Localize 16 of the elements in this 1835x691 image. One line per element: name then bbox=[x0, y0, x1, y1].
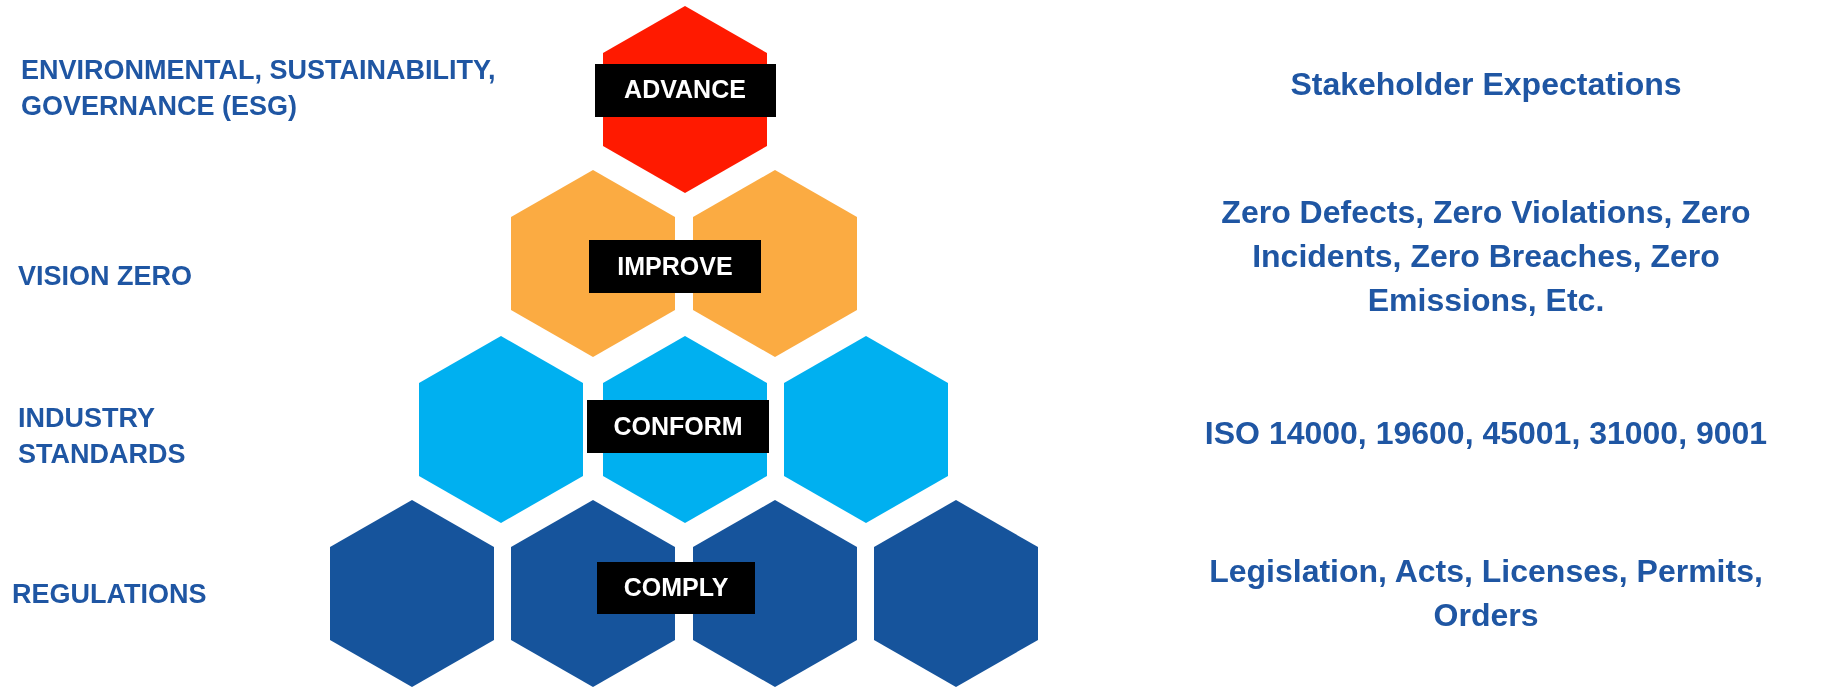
category-label: ENVIRONMENTAL, SUSTAINABILITY, GOVERNANCE (ESG) bbox=[21, 54, 497, 123]
label-tag: CONFORM bbox=[587, 400, 769, 453]
label-tag: COMPLY bbox=[597, 562, 755, 614]
hexagon bbox=[874, 499, 1038, 687]
hexagon bbox=[419, 335, 583, 523]
description-text: ISO 14000, 19600, 45001, 31000, 9001 bbox=[1203, 414, 1769, 453]
category-label: INDUSTRY STANDARDS bbox=[18, 402, 187, 471]
label-tag: ADVANCE bbox=[594, 63, 776, 117]
category-label: REGULATIONS bbox=[12, 578, 208, 611]
description-text: Stakeholder Expectations bbox=[1289, 65, 1683, 104]
category-label: VISION ZERO bbox=[18, 260, 194, 293]
description-text: Zero Defects, Zero Violations, Zero Incidents, Zero Breaches, Zero Emissions, Etc. bbox=[1220, 193, 1752, 320]
hexagon bbox=[330, 499, 494, 687]
hexagon bbox=[784, 335, 948, 523]
label-tag: IMPROVE bbox=[589, 240, 761, 293]
description-text: Legislation, Acts, Licenses, Permits, Orders bbox=[1208, 552, 1764, 635]
